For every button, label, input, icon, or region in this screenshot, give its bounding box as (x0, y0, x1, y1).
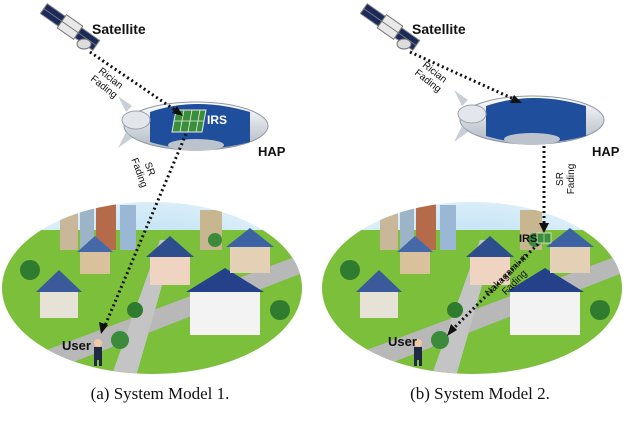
caption-a: (a) System Model 1. (90, 384, 230, 403)
link-satellite-to-hap (409, 50, 522, 103)
irs-panel-icon (171, 109, 207, 133)
irs-label: IRS (519, 233, 538, 245)
link-hap-to-irs (539, 146, 549, 233)
hap-airship-icon (454, 90, 605, 145)
hap-label: HAP (258, 144, 286, 159)
system-model-1-panel: Satellite HAP IRS User Rician Fading SR … (2, 3, 302, 403)
city-scene (322, 202, 622, 374)
caption-b: (b) System Model 2. (410, 384, 550, 403)
irs-panel-icon (536, 232, 552, 244)
system-model-2-illustration (322, 3, 622, 374)
user-label: User (388, 334, 417, 349)
user-icon (94, 339, 102, 366)
link-satellite-to-irs (89, 50, 183, 116)
city-scene (2, 202, 302, 374)
user-label: User (62, 338, 91, 353)
user-icon (414, 339, 422, 366)
hap-label: HAP (592, 144, 620, 159)
system-model-1-illustration (2, 3, 302, 374)
satellite-icon (39, 3, 101, 51)
sr-fading-label: SR Fading (555, 163, 577, 195)
irs-label: IRS (207, 113, 228, 127)
system-model-2-panel: Satellite HAP IRS User Rician Fading SR … (320, 0, 640, 431)
satellite-label: Satellite (412, 21, 466, 37)
satellite-icon (359, 3, 421, 51)
link-irs-to-user (447, 242, 540, 336)
satellite-label: Satellite (92, 21, 146, 37)
link-irs-to-user (99, 133, 188, 334)
